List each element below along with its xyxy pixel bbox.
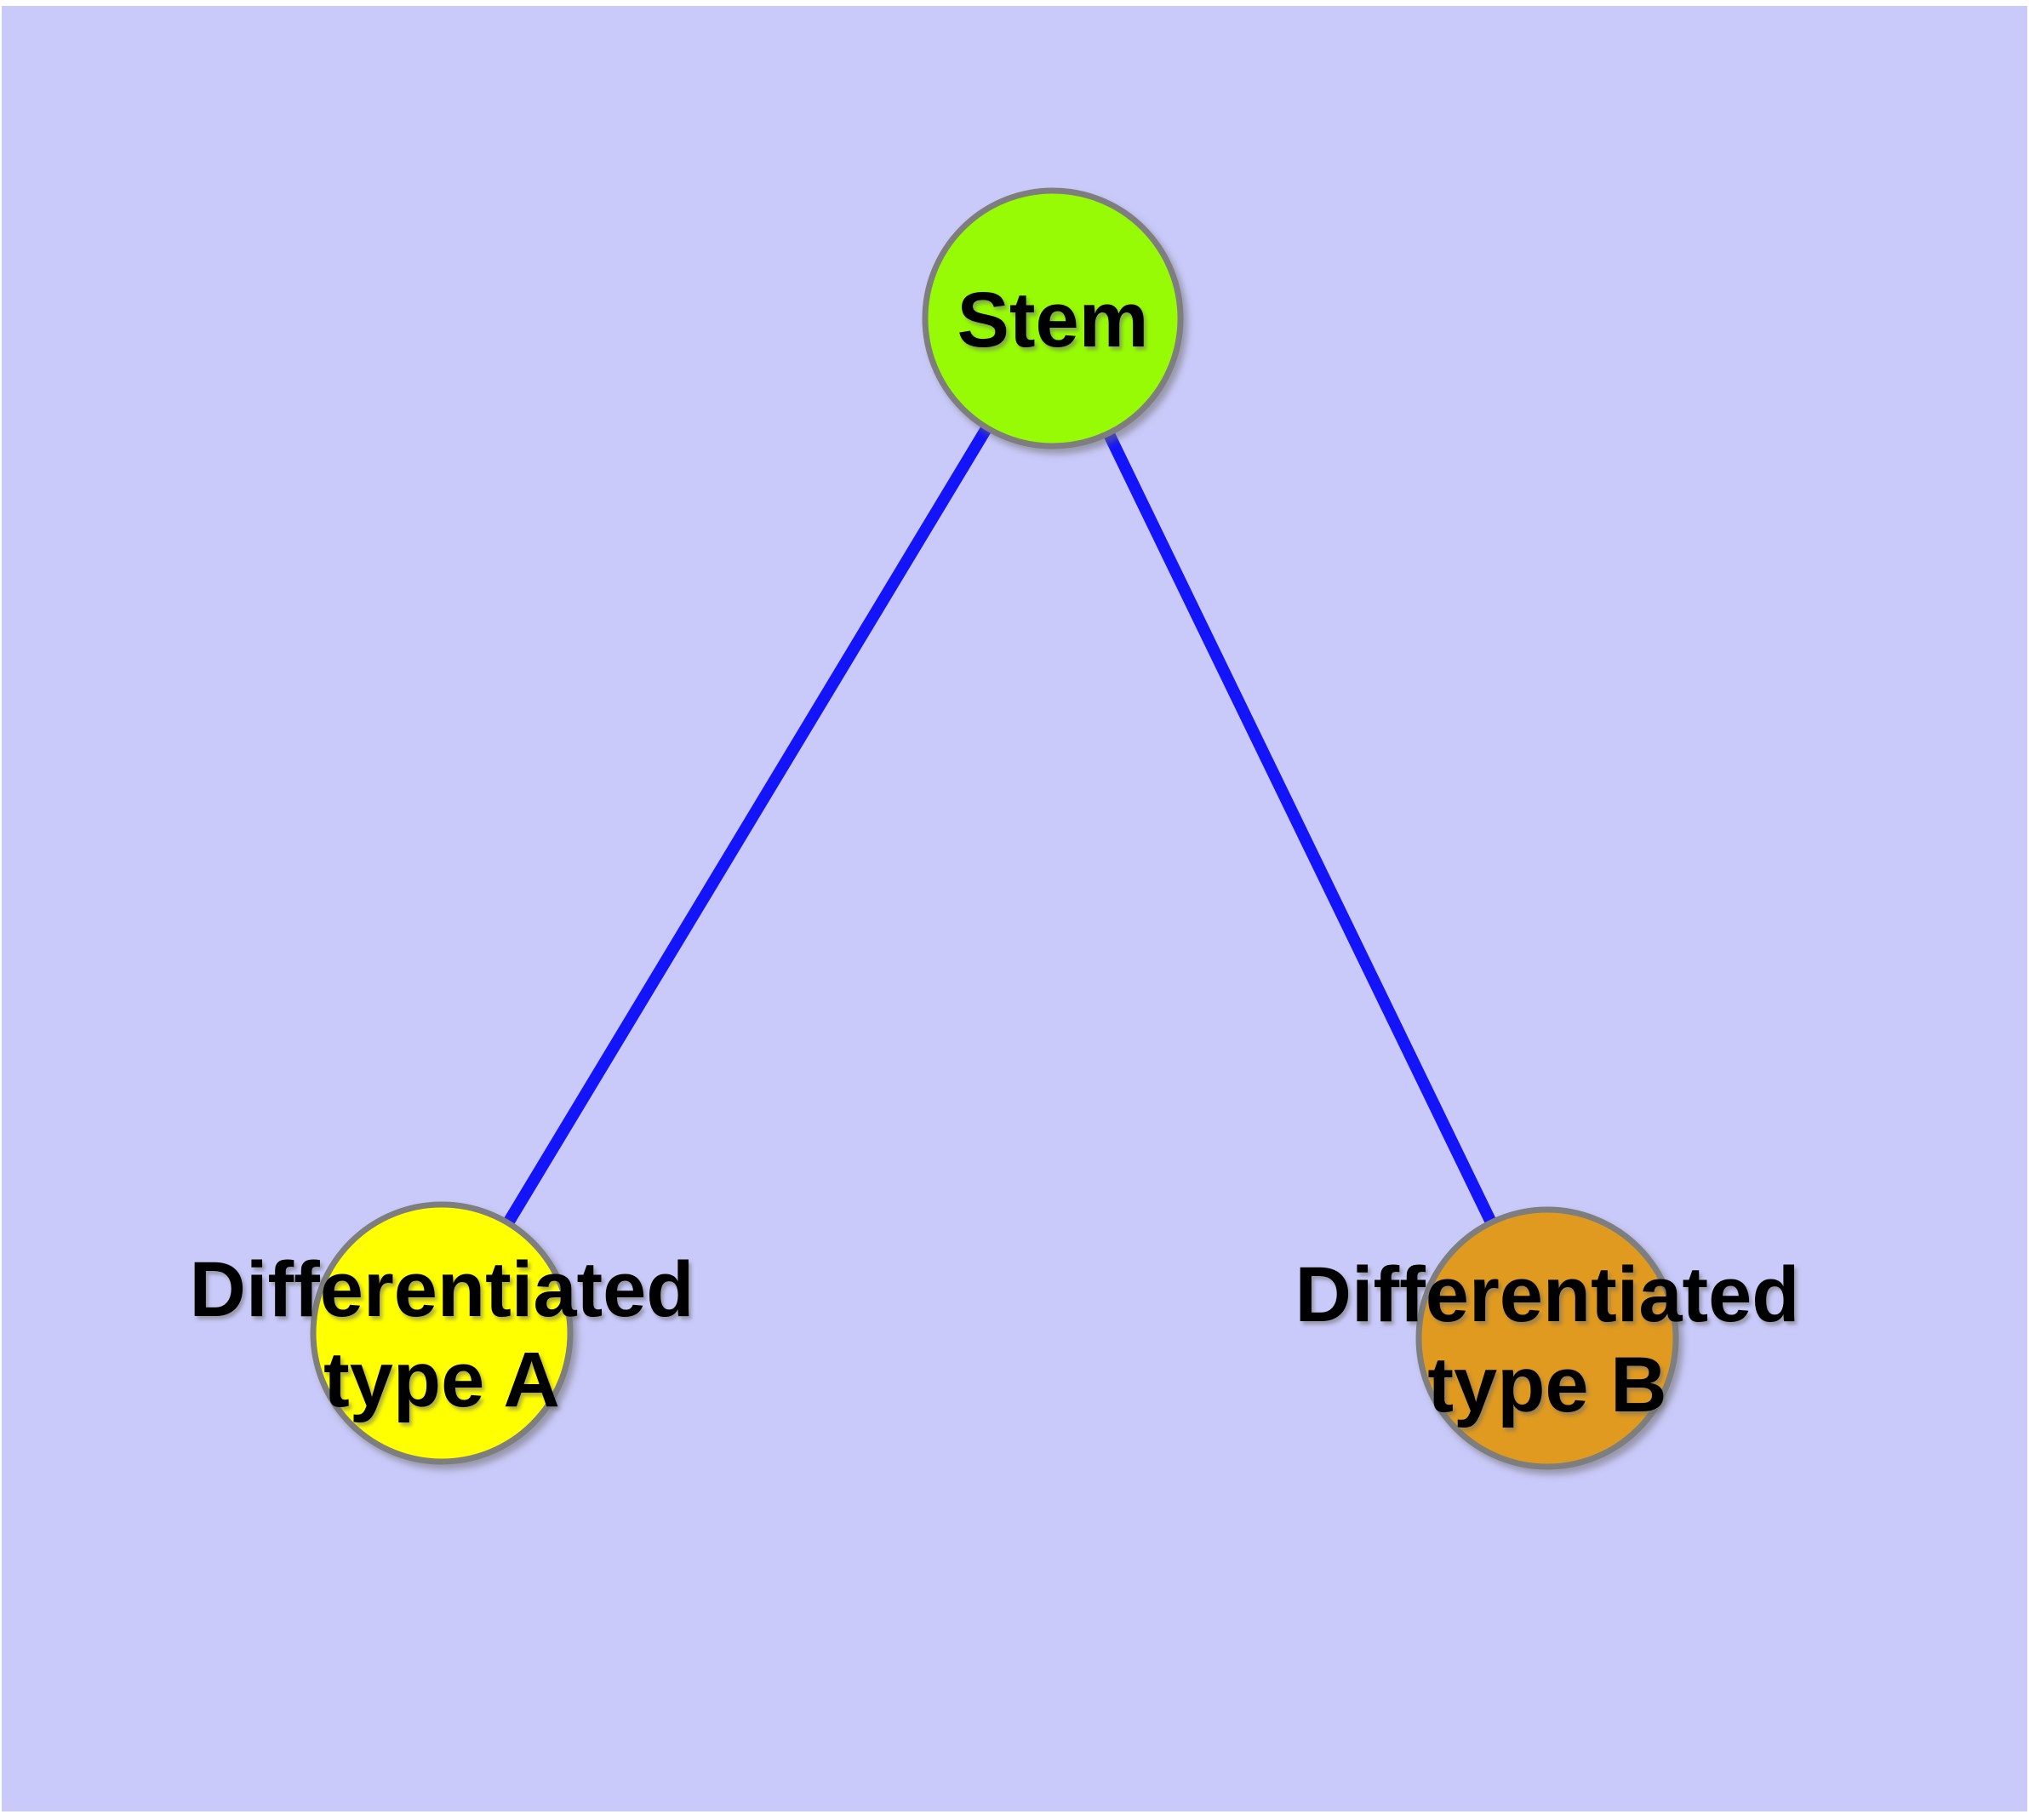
differentiated-type-b-label-line1: Differentiated [1295, 1251, 1800, 1338]
edge-stem-to-type-b [1047, 315, 1553, 1342]
differentiated-type-b-label-line2: type B [1427, 1342, 1666, 1428]
differentiated-type-a-label-line1: Differentiated [190, 1246, 694, 1333]
stem-node-label: Stem [957, 277, 1149, 363]
edge-stem-to-type-a [437, 315, 1058, 1336]
differentiated-type-a-label-line2: type A [323, 1336, 560, 1423]
differentiated-type-b-node [1415, 1206, 1679, 1470]
stem-node [922, 187, 1184, 449]
differentiated-type-a-node [310, 1201, 574, 1465]
